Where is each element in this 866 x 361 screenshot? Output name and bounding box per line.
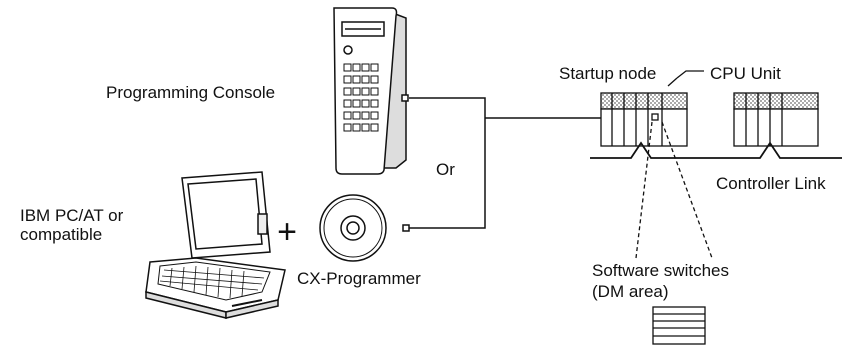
software-switch-leader-lines [635, 121, 713, 259]
plus-sign: + [277, 213, 297, 251]
controller-link-network [590, 141, 842, 159]
label-cx-programmer: CX-Programmer [297, 269, 421, 288]
memory-table-icon [652, 306, 706, 345]
cd-rom-icon [319, 194, 410, 262]
label-ibm-pc-line2: compatible [20, 225, 102, 244]
cpu-unit-pointer [667, 70, 704, 87]
label-startup-node: Startup node [559, 64, 656, 83]
label-cpu-unit: CPU Unit [710, 64, 781, 83]
label-software-switches-line1: Software switches [592, 261, 729, 280]
label-controller-link: Controller Link [716, 174, 826, 193]
programming-console-icon [333, 7, 409, 175]
plc-other-node-icon [733, 92, 819, 147]
plc-startup-node-icon [600, 92, 688, 147]
label-ibm-pc-line1: IBM PC/AT or [20, 206, 124, 225]
label-programming-console: Programming Console [106, 83, 275, 102]
label-software-switches-line2: (DM area) [592, 282, 669, 301]
laptop-computer-icon [145, 171, 286, 319]
label-or: Or [436, 160, 455, 179]
